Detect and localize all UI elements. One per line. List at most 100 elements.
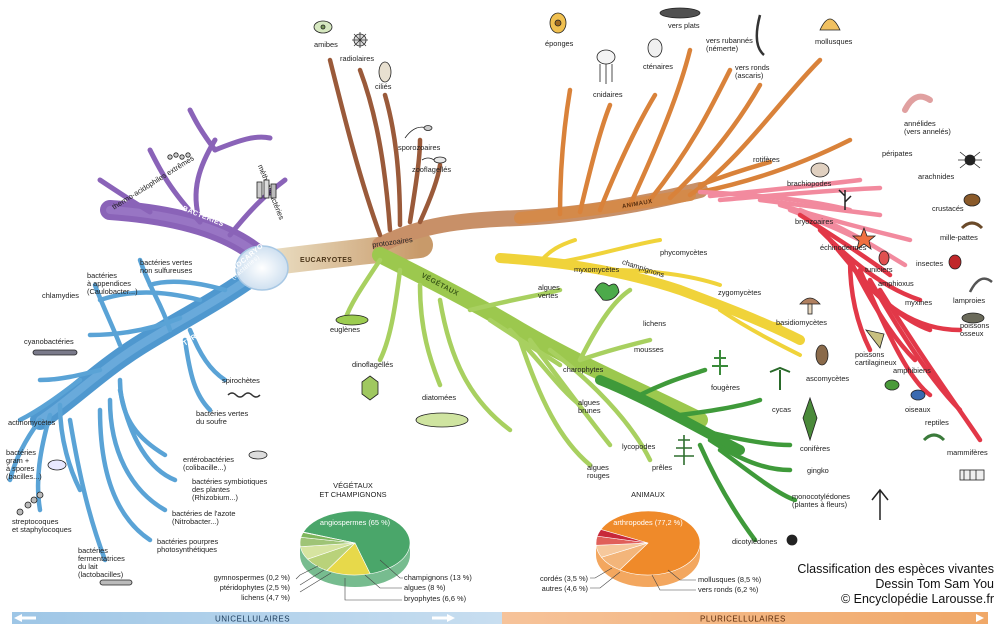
label-poissons-osseux-2: osseux — [960, 329, 984, 338]
label-mollusques: mollusques — [815, 37, 853, 46]
label-azote-2: (Nitrobacter...) — [172, 517, 219, 526]
radiolaire-icon — [352, 32, 368, 48]
label-symb-2: des plantes — [192, 485, 230, 494]
trunk-eubacteries — [30, 262, 268, 430]
ver-rond-icon — [755, 14, 765, 56]
label-eucaryotes: EUCARYOTES — [300, 257, 352, 264]
label-fougeres: fougères — [711, 383, 740, 392]
label-spirochetes: spirochètes — [222, 376, 260, 385]
label-poissons-cart-1: poissons — [855, 350, 884, 359]
label-arachnides: arachnides — [918, 172, 954, 181]
label-zygomycetes: zygomycètes — [718, 288, 761, 297]
label-ferm-1: bactéries — [78, 546, 108, 555]
trunk-archeobacteries — [100, 200, 272, 268]
label-insectes: insectes — [916, 259, 943, 268]
label-algues-brunes-1: algues — [578, 398, 600, 407]
raie-icon — [865, 329, 885, 349]
label-mille-pattes: mille-pattes — [940, 233, 978, 242]
arrow-left-shaft — [22, 616, 36, 620]
label-bact-gram-4: (bacilles...) — [6, 472, 42, 481]
label-vers-ronds-2: (ascaris) — [735, 71, 763, 80]
poisson-osseux-icon — [961, 312, 985, 324]
label-amphibiens: amphibiens — [893, 366, 931, 375]
label-actinomycetes: actinomycètes — [8, 418, 56, 427]
label-oiseaux: oiseaux — [905, 405, 931, 414]
cilie-icon — [378, 61, 392, 83]
oiseau-icon — [910, 389, 926, 401]
label-cycas: cycas — [772, 405, 791, 414]
tunicier-icon — [878, 250, 890, 266]
lactobacille-icon — [99, 579, 133, 586]
thermo-icon — [167, 152, 191, 160]
insecte-icon — [948, 254, 962, 270]
label-diatomees: diatomées — [422, 393, 456, 402]
label-charophytes: charophytes — [563, 365, 604, 374]
label-myxomycetes: myxomycètes — [574, 265, 619, 274]
footer-pluricellulaires: PLURICELLULAIRES — [700, 615, 786, 624]
label-bact-appendices-2: à appendices — [87, 279, 131, 288]
label-zooflagelles: zooflagellés — [412, 165, 451, 174]
label-ferm-2: fermentatrices — [78, 554, 125, 563]
pie-animaux-label-vers-ronds: vers ronds (6,2 %) — [698, 585, 758, 594]
label-rotiferes: rotifères — [753, 155, 780, 164]
label-reptiles: reptiles — [925, 418, 949, 427]
label-algues-vertes-1: algues — [538, 283, 560, 292]
zooflagelle-icon — [421, 156, 447, 164]
label-ascomycetes: ascomycètes — [806, 374, 849, 383]
organism-illustrations — [16, 7, 993, 586]
label-lycopodes: lycopodes — [622, 442, 656, 451]
label-algues-vertes-2: vertes — [538, 291, 558, 300]
label-dicotyledones: dicotylédones — [732, 537, 778, 546]
label-cyanobacteries: cyanobactéries — [24, 337, 74, 346]
label-azote-1: bactéries de l'azote — [172, 509, 235, 518]
credit-copyright: © Encyclopédie Larousse.fr — [840, 592, 994, 606]
pie-side — [300, 543, 410, 587]
label-bact-vertes-soufre-1: bactéries vertes — [196, 409, 248, 418]
label-bact-vertes-ns-1: bactéries vertes — [140, 258, 192, 267]
label-basidiomycetes: basidiomycètes — [776, 318, 827, 327]
ctenaire-icon — [647, 38, 663, 58]
label-bryozoaires: bryozoaires — [795, 217, 834, 226]
credit-author: Dessin Tom Sam You — [875, 577, 994, 591]
label-ferm-3: du lait — [78, 562, 98, 571]
crabe-icon — [963, 193, 981, 207]
label-bact-appendices-1: bactéries — [87, 271, 117, 280]
label-strepto-1: streptocoques — [12, 517, 59, 526]
label-bact-gram-3: à spores — [6, 464, 35, 473]
label-ferm-4: (lactobacilles) — [78, 570, 123, 579]
label-algues-rouges-2: rouges — [587, 471, 610, 480]
euglene-icon — [335, 314, 369, 326]
eponge-icon — [549, 12, 567, 34]
arrow-left-icon — [14, 614, 22, 622]
label-vers-ronds-1: vers ronds — [735, 63, 770, 72]
arrow-right-icon — [447, 614, 455, 622]
dinoflagelle-icon — [361, 375, 379, 401]
enterobacterie-icon — [248, 450, 268, 460]
reptile-icon — [922, 433, 946, 442]
conifere-icon — [802, 396, 818, 442]
label-bact-gram-1: bactéries — [6, 448, 36, 457]
araignee-icon — [958, 151, 982, 169]
trunk-vegetaux — [372, 247, 745, 455]
pie-vegetaux-main-label: angiospermes (65 %) — [320, 518, 390, 527]
label-coniferes: conifères — [800, 444, 830, 453]
bryozoaire-icon — [838, 189, 852, 210]
cycas-icon — [769, 366, 791, 390]
label-pourpres-1: bactéries pourpres — [157, 537, 219, 546]
pie-slice — [600, 510, 701, 576]
spirochete-icon — [227, 392, 261, 398]
label-strepto-2: et staphylocoques — [12, 525, 72, 534]
label-dinoflagelles: dinoflagellés — [352, 360, 393, 369]
pie-vegetaux-label-lichens: lichens (4,7 %) — [241, 593, 290, 602]
label-bact-vertes-ns-2: non sulfureuses — [140, 266, 192, 275]
label-mousses: mousses — [634, 345, 664, 354]
label-pourpres-2: photosynthétiques — [157, 545, 217, 554]
trunk-eucaryotes — [262, 232, 433, 275]
amibe-icon — [313, 20, 333, 34]
label-peripates: péripates — [882, 149, 913, 158]
credit-title: Classification des espèces vivantes — [797, 562, 994, 576]
label-annelides-2: (vers annelés) — [904, 127, 951, 136]
label-animaux: ANIMAUX — [622, 199, 653, 210]
label-eponges: éponges — [545, 39, 574, 48]
